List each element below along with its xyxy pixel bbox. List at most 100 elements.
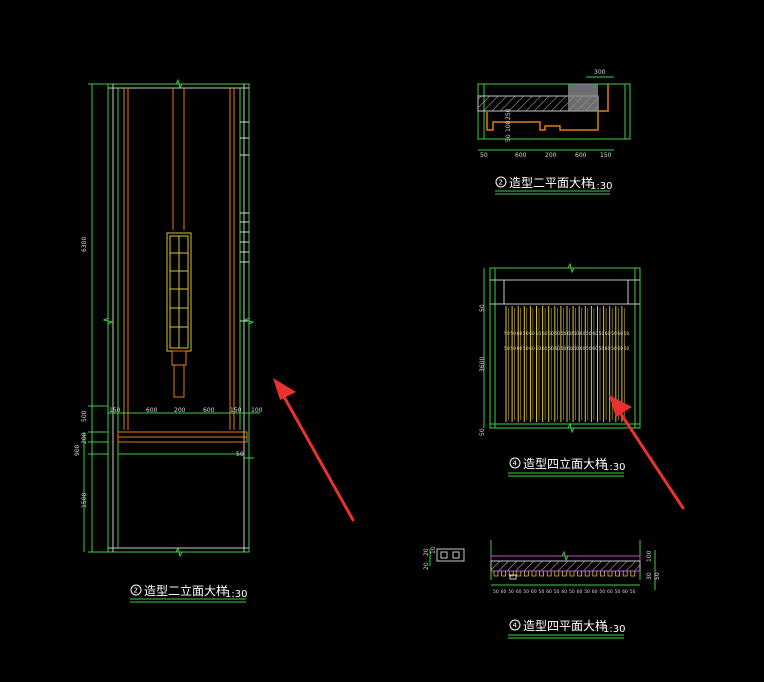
slat-tooth (630, 571, 636, 577)
slat-dim-label: 50 (548, 331, 554, 337)
slat-dim-label: 50 (548, 346, 554, 352)
plan4-dim-label: 50 (615, 589, 621, 595)
dim-height-mid1: 500 (81, 410, 88, 422)
slat-tooth (531, 571, 537, 577)
index-circle (130, 584, 142, 596)
slat-dim-label: 60 (529, 346, 535, 352)
slat-dim-label: 60 (580, 331, 586, 337)
break-mark (567, 262, 575, 274)
break-mark (561, 550, 569, 562)
slat-tooth (569, 571, 575, 577)
dim-w5: 150 (230, 407, 242, 414)
slat-dim-label: 60 (567, 331, 573, 337)
index-number: 2 (499, 179, 503, 187)
slat-dim-label: 60 (617, 331, 623, 337)
small-detail-mark (509, 574, 517, 580)
slat-dim-label: 50 (504, 331, 510, 337)
slat-dim-label: 50 (611, 346, 617, 352)
slat-tooth (600, 571, 605, 577)
plan4-dim-label: 60 (592, 589, 598, 595)
plan4-dim-label: 60 (516, 589, 522, 595)
plan4-dim-right-b: 30 (646, 572, 653, 580)
break-mark (243, 317, 255, 325)
dim-w1: 150 (109, 407, 121, 414)
index-circle (509, 619, 521, 631)
plan4-dim-label: 50 (493, 589, 499, 595)
dim-height-mid2: 200 (81, 432, 88, 444)
slat-dim-label: 50 (624, 331, 630, 337)
plan4-dim-label: 60 (546, 589, 552, 595)
index-number: 4 (513, 460, 518, 468)
slat-dim-label: 50 (599, 346, 605, 352)
slat-dim-label: 50 (523, 346, 529, 352)
plan4-dim-label: 50 (523, 589, 529, 595)
detail-box-inner (440, 551, 448, 559)
slat-dim-label: 50 (536, 331, 542, 337)
slat-tooth (539, 571, 544, 577)
drawing-scale: 1:30 (590, 181, 612, 192)
slat-tooth (516, 571, 522, 577)
slat-dim-label: 60 (592, 346, 598, 352)
slat-dim-label: 50 (510, 331, 516, 337)
plan-dim-d3: 200 (545, 152, 557, 159)
slat-dim-label: 50 (510, 346, 516, 352)
plan-dim-v2: 100 (505, 120, 512, 132)
plan4-hatch (490, 560, 641, 572)
index-number: 4 (513, 622, 518, 630)
dim-small: 50 (236, 451, 244, 458)
slat-dim-labels: 5050505060605050606050506060505060605050… (504, 331, 630, 352)
slat-tooth (554, 571, 560, 577)
slat-dim-label: 60 (542, 346, 548, 352)
side-ticks (240, 121, 249, 322)
slat-tooth (592, 571, 598, 577)
slat-tooth (546, 571, 552, 577)
slat-dim-label: 60 (617, 346, 623, 352)
arrow-head-icon (273, 378, 296, 400)
slat-dim-label: 60 (517, 346, 523, 352)
slat-tooth (622, 571, 628, 577)
plan4-dim-label: 50 (630, 589, 636, 595)
slat-tooth (524, 571, 529, 577)
annotation-arrow-left (273, 378, 355, 522)
slat-dim-label: 60 (529, 331, 535, 337)
dim-w3: 200 (174, 407, 186, 414)
plan-dim-d5: 150 (600, 152, 612, 159)
index-circle (509, 457, 521, 469)
slat-dim-label: 50 (624, 346, 630, 352)
arrow-shaft (617, 409, 685, 510)
slat-tooth (577, 571, 582, 577)
slat-group (505, 306, 625, 422)
column-block (568, 84, 598, 111)
slat-dim-label: 60 (605, 346, 611, 352)
elevation-drawing-2: 6300 500 200 900 1500 150 600 200 600 15… (74, 78, 263, 603)
dim-height-top: 6300 (81, 237, 88, 252)
slat-dim-label: 60 (592, 331, 598, 337)
plan4-dim-label: 60 (577, 589, 583, 595)
dim-w6: 100 (251, 407, 263, 414)
slat-dim-label: 50 (586, 331, 592, 337)
slat-tooth (607, 571, 613, 577)
plan4-dim-label: 50 (584, 589, 590, 595)
elevation-drawing-4: 50 3600 50 50505050606050506060505060605… (479, 262, 641, 477)
plan4-dim-label: 50 (599, 589, 605, 595)
detail-box-inner (452, 551, 460, 559)
slat-dim-left-bottom: 50 (479, 428, 486, 436)
plan-dim-d1: 50 (480, 152, 488, 159)
arrow-head-icon (609, 395, 632, 417)
slat-dim-label: 60 (554, 346, 560, 352)
drawing-title: 造型二立面大样 (144, 583, 228, 598)
slat-dim-label: 50 (504, 346, 510, 352)
slat-dim-label: 50 (611, 331, 617, 337)
slat-dim-label: 50 (561, 346, 567, 352)
slat-dim-left-mid: 3600 (479, 357, 486, 372)
break-mark (102, 317, 114, 325)
slat-dim-label: 50 (573, 346, 579, 352)
detail-dim-a: 20 (423, 548, 430, 556)
slat-tooth (501, 571, 506, 577)
plan-profile (486, 84, 609, 131)
drawing-scale: 1:30 (603, 624, 625, 635)
slat-dim-label: 60 (517, 331, 523, 337)
